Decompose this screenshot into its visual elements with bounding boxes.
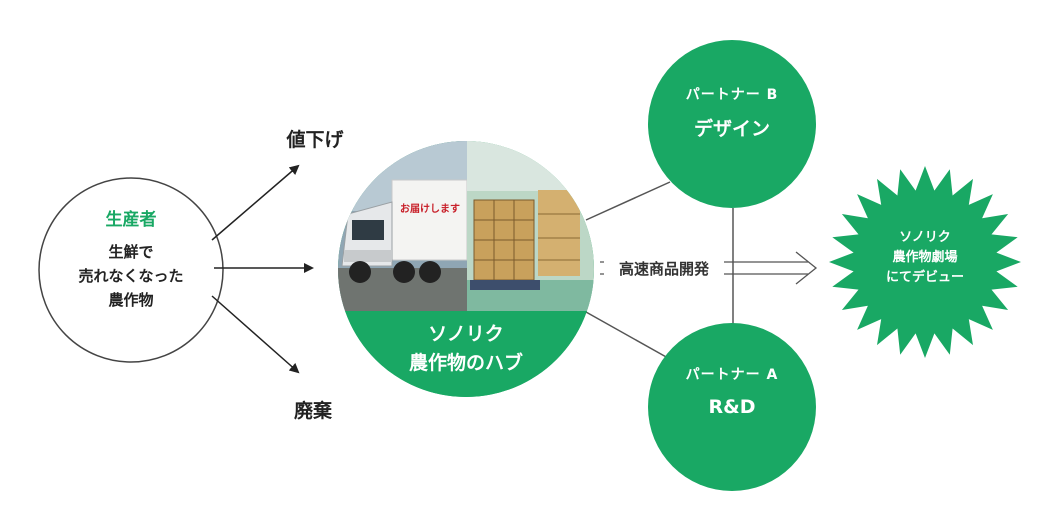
debut-starburst bbox=[829, 166, 1021, 358]
debut-line: 農作物劇場 bbox=[892, 250, 958, 265]
partner-b-role: デザイン bbox=[693, 118, 770, 140]
partner-a-circle bbox=[648, 323, 816, 491]
debut-line: ソノリク bbox=[899, 230, 951, 245]
hub-label-line: ソノリク bbox=[428, 323, 504, 345]
arrow-to-disposal bbox=[211, 295, 300, 374]
producer-title: 生産者 bbox=[105, 210, 157, 230]
price-drop-label: 値下げ bbox=[286, 129, 344, 151]
arrow-to-price-drop bbox=[211, 164, 300, 241]
hub-circle: お届けします bbox=[338, 141, 594, 397]
link-hub-partner-b bbox=[585, 181, 671, 221]
partner-a-label: パートナー A bbox=[685, 367, 779, 383]
disposal-label: 廃棄 bbox=[293, 400, 332, 422]
producer-line: 農作物 bbox=[108, 291, 154, 309]
debut-label: ソノリク 農作物劇場 にてデビュー bbox=[840, 228, 1010, 288]
partner-a-role: R&D bbox=[708, 396, 756, 418]
producer-line: 売れなくなった bbox=[78, 267, 184, 285]
warehouse-photo bbox=[467, 141, 594, 311]
link-hub-partner-a bbox=[585, 311, 669, 359]
partner-b-circle bbox=[648, 40, 816, 208]
producer-description: 生鮮で 売れなくなった 農作物 bbox=[56, 240, 206, 312]
fast-product-dev-label: 高速商品開発 bbox=[604, 258, 724, 279]
hub-label: ソノリク 農作物のハブ bbox=[340, 320, 592, 378]
producer-circle bbox=[38, 177, 224, 363]
producer-line: 生鮮で bbox=[108, 243, 154, 261]
svg-text:お届けします: お届けします bbox=[400, 203, 460, 215]
hub-label-line: 農作物のハブ bbox=[408, 352, 523, 374]
debut-line: にてデビュー bbox=[885, 270, 964, 285]
truck-photo: お届けします bbox=[338, 141, 468, 311]
partner-b-label: パートナー B bbox=[685, 87, 779, 103]
